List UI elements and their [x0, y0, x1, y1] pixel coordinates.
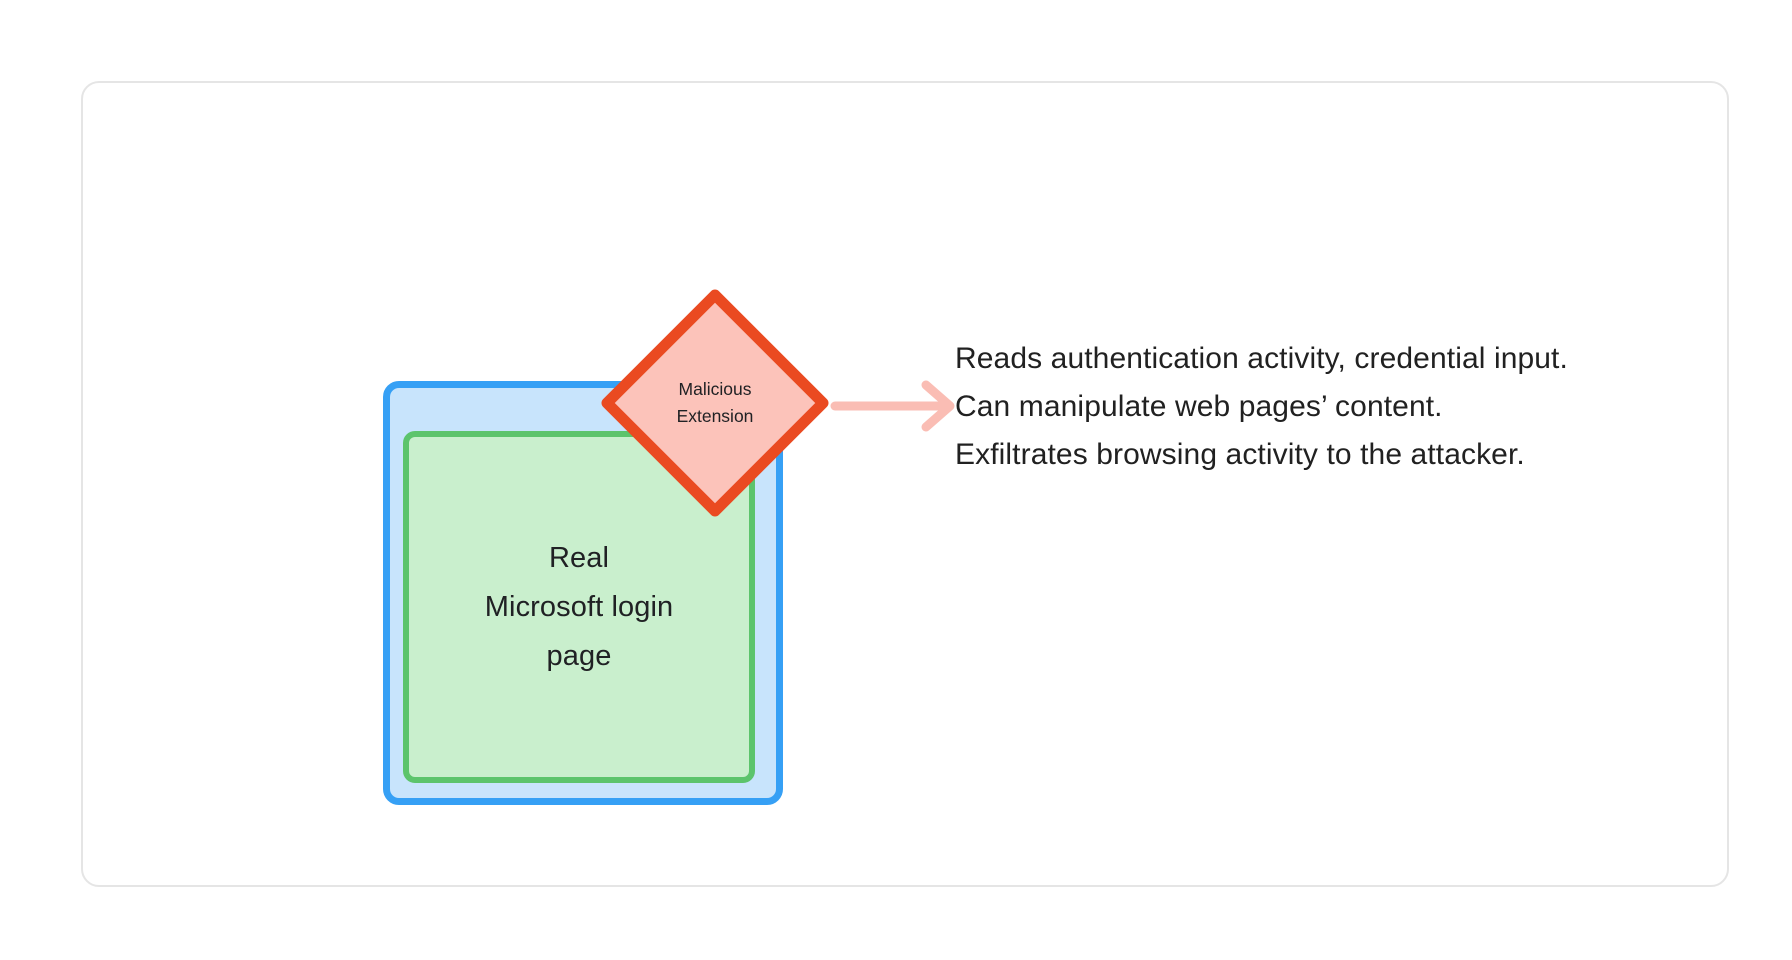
threat-description: Reads authentication activity, credentia…	[955, 335, 1715, 479]
threat-description-line-3: Exfiltrates browsing activity to the att…	[955, 438, 1525, 471]
threat-description-line-2: Can manipulate web pages’ content.	[955, 390, 1443, 423]
threat-description-line-1: Reads authentication activity, credentia…	[955, 342, 1568, 375]
real-login-page-label: Real Microsoft login page	[484, 541, 674, 672]
diagram-card: Real Microsoft login page Malicious Exte…	[81, 81, 1729, 887]
data-exfiltration-arrow	[827, 379, 961, 433]
diamond-shape-icon	[601, 289, 829, 517]
malicious-extension-node[interactable]: Malicious Extension	[599, 287, 831, 519]
right-arrow-icon	[830, 380, 955, 432]
